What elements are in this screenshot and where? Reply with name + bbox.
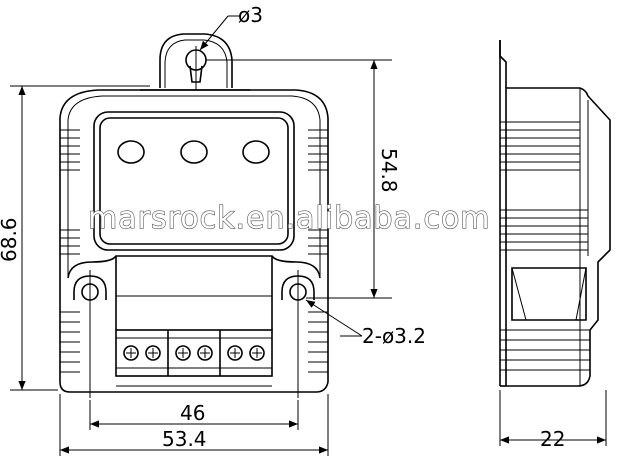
dim-width-total-label: 53.4 <box>162 427 207 451</box>
terminal-screw-6 <box>249 345 265 361</box>
dim-depth-label: 22 <box>540 427 565 451</box>
dim-depth: 22 <box>499 390 607 451</box>
left-ribs <box>60 129 80 373</box>
dim-width-holes: 46 <box>89 400 299 430</box>
dim-height-holes-label: 54.8 <box>377 148 401 193</box>
terminal-screw-3 <box>175 345 191 361</box>
mount-hole-right <box>281 270 315 398</box>
right-ribs <box>308 129 328 373</box>
terminal-screw-4 <box>197 345 213 361</box>
watermark-text: marsrock.en.alibaba.com <box>88 201 491 236</box>
dim-width-holes-label: 46 <box>180 401 205 425</box>
led-3 <box>242 140 270 164</box>
terminal-screw-5 <box>227 345 243 361</box>
dim-height-holes: 54.8 <box>206 59 401 299</box>
side-housing <box>505 87 611 387</box>
terminal-screw-2 <box>145 345 161 361</box>
dim-height-total: 68.6 <box>0 85 150 391</box>
dim-mount-holes-label: 2-ø3.2 <box>362 324 426 348</box>
dim-height-total-label: 68.6 <box>0 217 21 262</box>
front-view <box>59 33 329 398</box>
led-1 <box>117 140 145 164</box>
dim-width-total: 53.4 <box>59 394 329 456</box>
led-2 <box>180 140 208 164</box>
side-view <box>499 40 611 387</box>
dim-mount-holes: 2-ø3.2 <box>305 299 426 348</box>
hanging-tab <box>159 33 233 90</box>
terminal-screw-1 <box>123 345 139 361</box>
mount-hole-left <box>73 270 107 398</box>
housing-outline <box>59 89 329 393</box>
front-panel <box>93 111 295 251</box>
side-wire-entry <box>511 267 587 321</box>
terminal-block <box>115 329 273 377</box>
dim-hole-top: ø3 <box>199 3 263 51</box>
dim-hole-top-label: ø3 <box>238 3 263 27</box>
